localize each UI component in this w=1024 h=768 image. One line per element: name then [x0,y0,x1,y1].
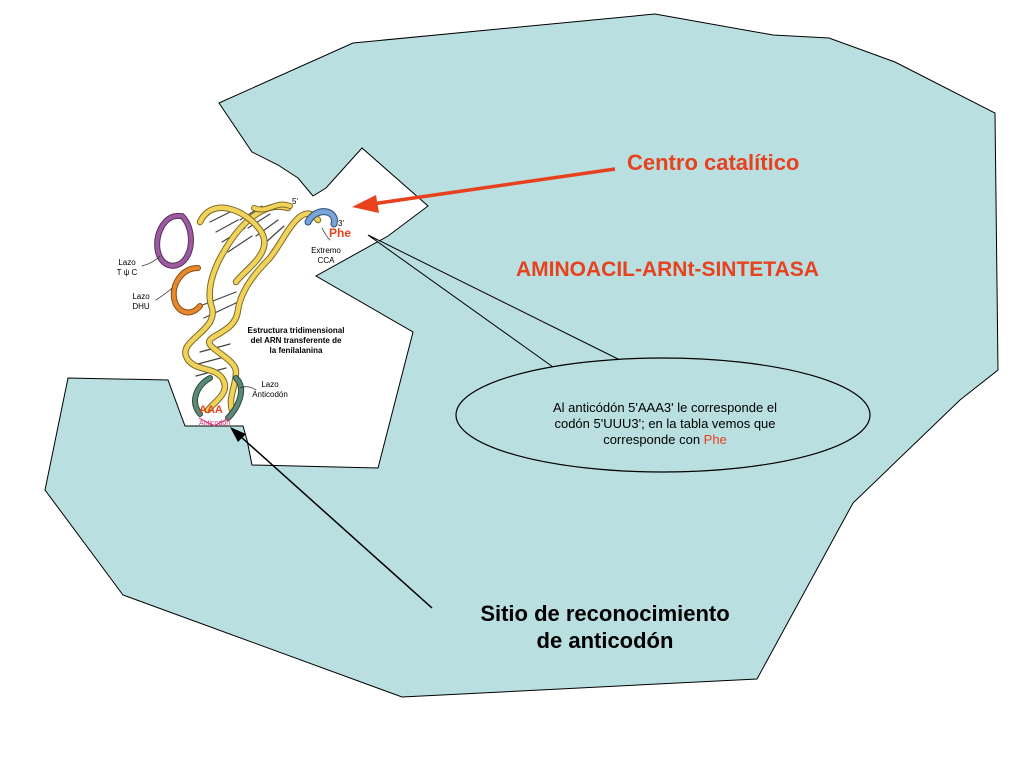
bubble-text: Al anticódón 5'AAA3' le corresponde el c… [510,400,820,448]
bubble-line-3-text: corresponde con [603,432,704,447]
structure-caption-line-3: la fenilalanina [269,346,323,355]
bubble-line-2: codón 5'UUU3'; en la tabla vemos que [554,416,776,431]
tpsic-loop-label: Lazo T ψ C [110,258,144,278]
structure-caption-line-2: del ARN transferente de [250,336,342,345]
anticodon-bases: AAA [199,404,223,416]
tpsic-label-line-1: Lazo [118,258,136,267]
bubble-phe-highlight: Phe [703,432,727,447]
dhu-label-line-1: Lazo [132,292,150,301]
anticodon-loop-label: Lazo Anticodón [246,380,294,400]
dhu-loop-label: Lazo DHU [124,292,158,312]
recognition-site-label: Sitio de reconocimiento de anticodón [445,600,765,654]
catalytic-center-label: Centro catalítico [627,150,800,175]
bubble-pointer [367,234,621,373]
recognition-site-line-2: de anticodón [536,628,674,653]
cca-label-line-1: Extremo [311,246,341,255]
tpsic-label-line-2: T ψ C [116,268,138,277]
cca-label-line-2: CCA [317,256,335,265]
three-prime-label: 3' [338,219,344,228]
structure-caption-line-1: Estructura tridimensional [247,326,345,335]
phe-label: Phe [329,226,352,240]
speech-bubble [455,357,871,473]
anticodon-bracket [198,417,230,427]
catalytic-arrow [352,167,616,213]
dhu-label-line-2: DHU [132,302,150,311]
bubble-line-1: Al anticódón 5'AAA3' le corresponde el [553,400,777,415]
structure-caption: Estructura tridimensional del ARN transf… [236,326,356,356]
recognition-arrow [230,427,433,609]
bubble-line-3: corresponde con Phe [510,432,820,448]
anticodon-loop-line-2: Anticodón [252,390,288,399]
recognition-site-line-1: Sitio de reconocimiento [480,601,730,626]
anticodon-loop-line-1: Lazo [261,380,279,389]
enzyme-name-label: AMINOACIL-ARNt-SINTETASA [516,258,819,281]
cca-label: Extremo CCA [303,246,349,266]
trna-structure [141,201,338,421]
anticodon-word: Anticodón [199,420,231,427]
five-prime-label: 5' [292,197,298,206]
